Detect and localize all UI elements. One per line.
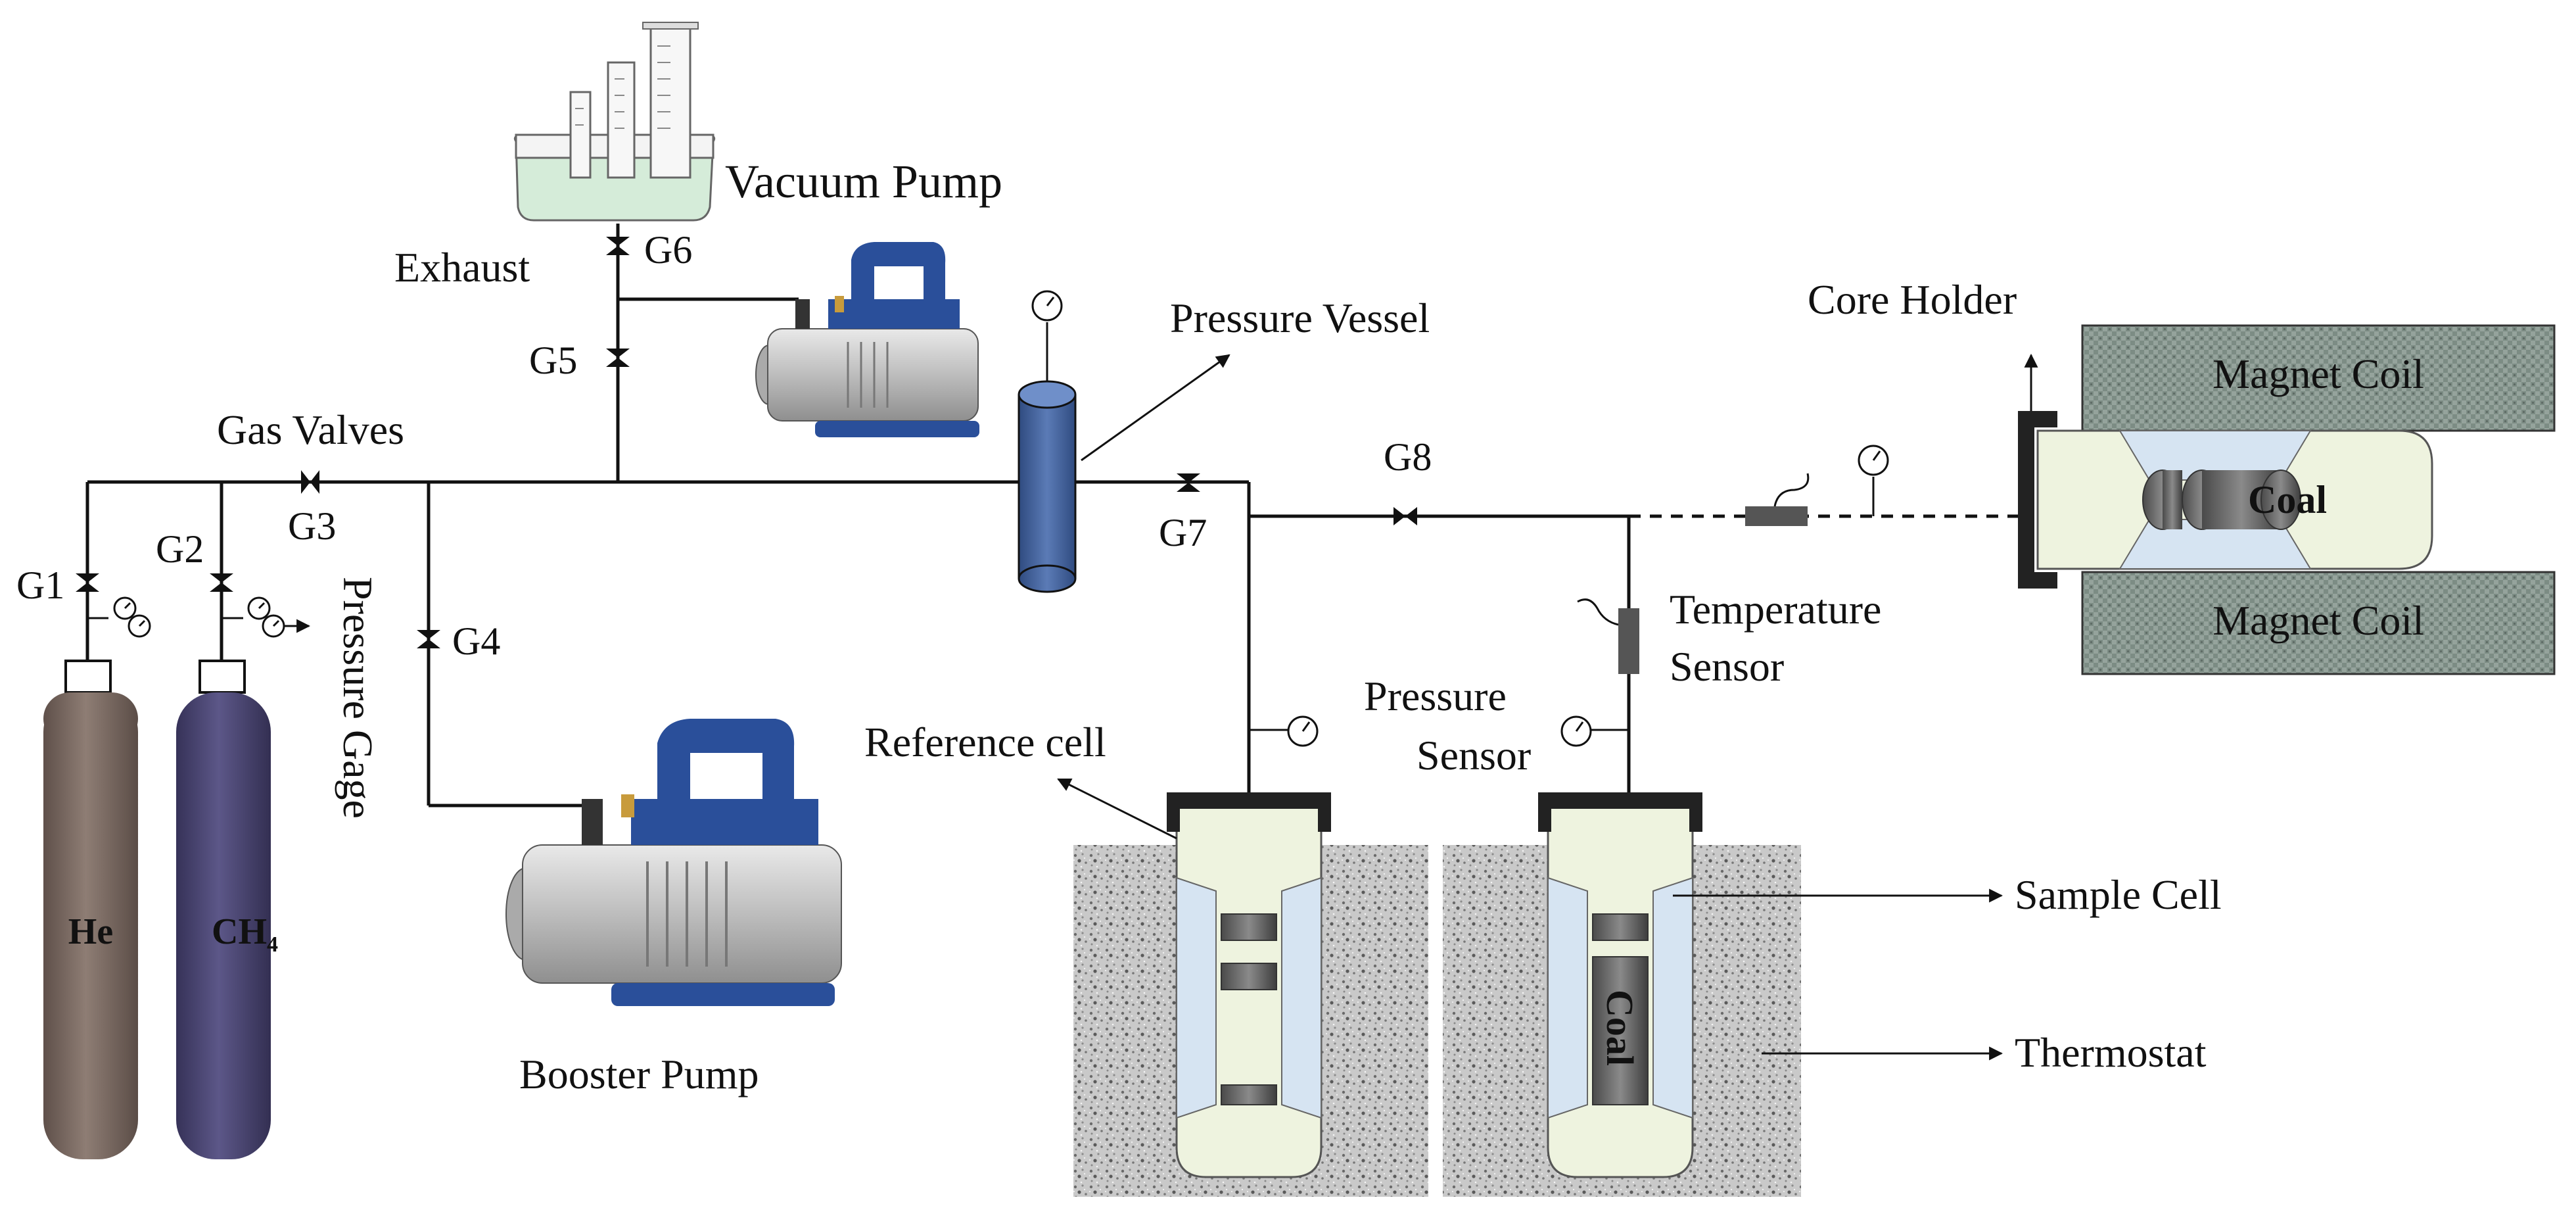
pressure-sensor-reference: [1287, 715, 1319, 747]
label-pressure-vessel: Pressure Vessel: [1170, 295, 1430, 341]
valve-g2-symbol[interactable]: [210, 573, 233, 592]
sample-cell: [1538, 792, 2003, 1178]
label-valve-g8: G8: [1384, 435, 1432, 479]
label-pressure-sensor-line2: Sensor: [1417, 732, 1531, 779]
label-sample-cell: Sample Cell: [2015, 871, 2222, 918]
vacuum-pump: [755, 242, 979, 437]
label-coal-core-holder: Coal: [2248, 478, 2327, 521]
temperature-sensor: [1577, 598, 1639, 674]
label-valve-g4: G4: [452, 619, 500, 663]
pressure-gage-he: [87, 596, 151, 638]
label-valve-g7: G7: [1159, 511, 1207, 554]
magnet-coil-bottom: [2081, 571, 2556, 675]
valve-g5-symbol[interactable]: [606, 349, 630, 367]
label-valve-g1: G1: [16, 564, 64, 607]
valve-g8-symbol[interactable]: [1393, 507, 1417, 525]
valve-g7-symbol[interactable]: [1177, 473, 1200, 492]
label-pressure-sensor-line1: Pressure: [1364, 673, 1507, 719]
gas-cylinder-ch4: [176, 660, 271, 1159]
label-thermostat: Thermostat: [2015, 1029, 2207, 1076]
label-cylinder-ch4: CH4: [212, 911, 278, 957]
label-coal-sample: Coal: [1599, 990, 1641, 1066]
core-holder: [2018, 353, 2433, 589]
reference-cell: [1057, 778, 1331, 1178]
label-exhaust: Exhaust: [394, 244, 530, 291]
label-valve-g2: G2: [156, 527, 204, 571]
gas-cylinder-he: [43, 660, 138, 1159]
label-valve-g6: G6: [644, 228, 692, 272]
label-cylinder-he: He: [68, 911, 113, 952]
label-vacuum-pump: Vacuum Pump: [725, 155, 1002, 208]
valve-g6-symbol[interactable]: [606, 237, 630, 255]
label-cylinder-ch4-main: CH: [212, 911, 267, 952]
pressure-gage-ch4: [222, 596, 311, 638]
magnet-coil-top: [2081, 324, 2556, 432]
valve-g1-symbol[interactable]: [76, 573, 99, 592]
label-gas-valves: Gas Valves: [217, 406, 404, 453]
label-magnet-coil-bottom: Magnet Coil: [2213, 597, 2424, 644]
booster-pump: [505, 719, 842, 1006]
valve-g4-symbol[interactable]: [417, 630, 440, 648]
pressure-sensor-sample: [1560, 715, 1592, 747]
graduated-beaker: [513, 22, 716, 222]
label-temperature-sensor-line2: Sensor: [1670, 643, 1784, 690]
label-core-holder: Core Holder: [1808, 276, 2017, 323]
pressure-vessel: [1018, 290, 1230, 593]
label-magnet-coil-top: Magnet Coil: [2213, 350, 2424, 397]
label-cylinder-ch4-sub: 4: [267, 932, 278, 957]
valve-g3-symbol[interactable]: [301, 470, 319, 494]
label-booster-pump: Booster Pump: [519, 1051, 759, 1097]
label-pressure-gage: Pressure Gage: [335, 577, 381, 819]
inline-sensor: [1745, 445, 1889, 526]
label-temperature-sensor-line1: Temperature: [1670, 586, 1881, 633]
label-reference-cell: Reference cell: [864, 719, 1106, 765]
label-valve-g3: G3: [288, 504, 336, 548]
label-valve-g5: G5: [529, 339, 577, 382]
